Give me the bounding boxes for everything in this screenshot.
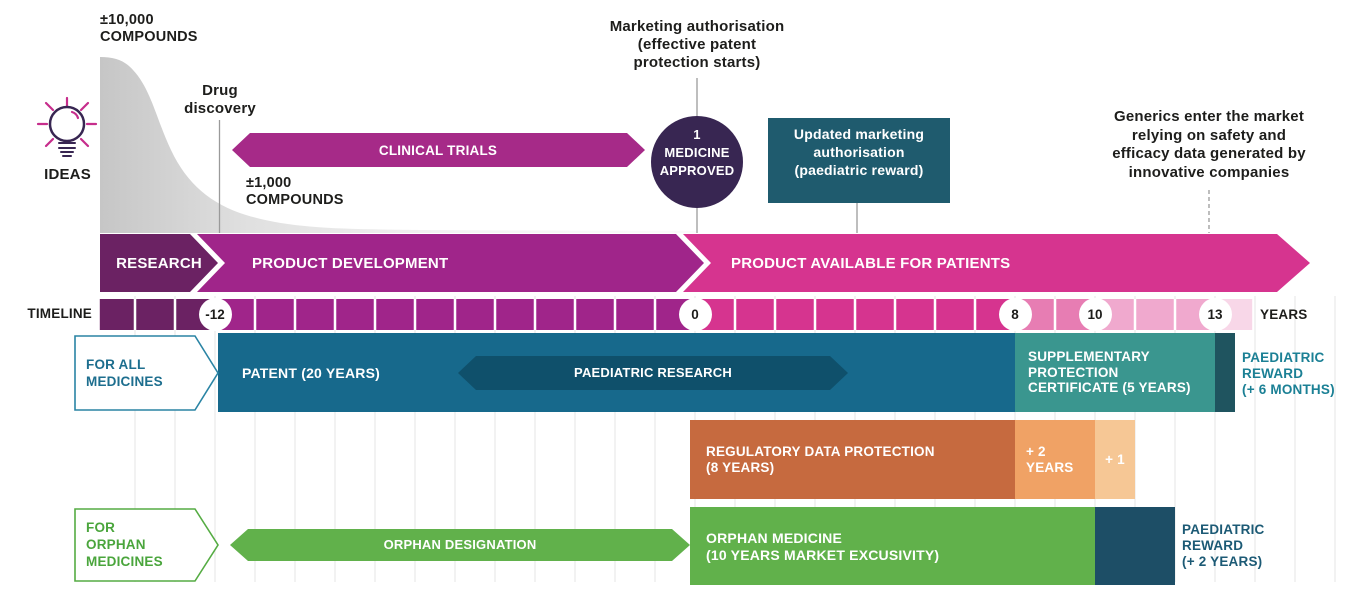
phase-development-band (197, 234, 704, 292)
rdp-plus2-block (1015, 420, 1095, 499)
phase-available-label: PRODUCT AVAILABLE FOR PATIENTS (731, 255, 1011, 272)
lightbulb-icon (36, 96, 98, 157)
spc-bar (1015, 333, 1215, 412)
patent-label: PATENT (20 YEARS) (242, 365, 380, 381)
medicine-approved-label: 1 MEDICINE APPROVED (659, 127, 735, 178)
spc-label: SUPPLEMENTARY PROTECTION CERTIFICATE (5 … (1028, 349, 1191, 395)
rdp-label: REGULATORY DATA PROTECTION(8 YEARS) (706, 444, 935, 475)
rdp-bar (690, 420, 1015, 499)
updated-marketing-box (768, 118, 950, 203)
rdp-plus1-label: + 1 (1105, 452, 1125, 467)
timeline-marker-10: 10 (1078, 298, 1112, 331)
timeline-label: TIMELINE (27, 306, 92, 321)
timeline-marker-8: 8 (998, 298, 1032, 331)
compound-funnel-shape (100, 57, 696, 233)
paediatric-research-label: PAEDIATRIC RESEARCH (574, 365, 732, 380)
timeline-marker--12: -12 (198, 298, 232, 331)
phase-development-label: PRODUCT DEVELOPMENT (252, 255, 449, 272)
orphan-plus2-block (1095, 507, 1175, 585)
timeline-marker-0: 0 (678, 298, 712, 331)
for-all-medicines-tag-shape (74, 335, 219, 411)
paediatric-reward-6-label: PAEDIATRIC REWARD (+ 6 MONTHS) (1242, 350, 1335, 397)
phase-available-band (683, 234, 1310, 292)
timeline-bar (99, 299, 1253, 330)
plus6-months-block (1215, 333, 1235, 412)
orphan-medicine-bar (690, 507, 1095, 585)
phase-research-band (100, 234, 218, 292)
generics-label: Generics enter the market relying on saf… (1112, 108, 1306, 181)
ideas-label: IDEAS (44, 166, 91, 183)
clinical-trials-ribbon (232, 133, 645, 167)
paediatric-research-ribbon (458, 356, 848, 390)
orphan-designation-ribbon (230, 529, 690, 561)
connector-lines (218, 78, 1210, 233)
years-label: YEARS (1260, 307, 1308, 322)
rdp-plus1-block (1095, 420, 1135, 499)
orphan-designation-label: ORPHAN DESIGNATION (383, 537, 537, 552)
medicine-approved-circle (651, 116, 743, 208)
timeline-marker-13: 13 (1198, 298, 1232, 331)
for-orphan-medicines-tag-shape (74, 508, 219, 582)
phase-research-label: RESEARCH (116, 255, 202, 272)
orphan-medicine-label: ORPHAN MEDICINE(10 YEARS MARKET EXCUSIVI… (706, 530, 940, 563)
updated-marketing-label: Updated marketing authorisation (paediat… (793, 126, 925, 178)
marketing-auth-label: Marketing authorisation (effective paten… (609, 18, 785, 71)
clinical-trials-label: CLINICAL TRIALS (378, 143, 498, 158)
